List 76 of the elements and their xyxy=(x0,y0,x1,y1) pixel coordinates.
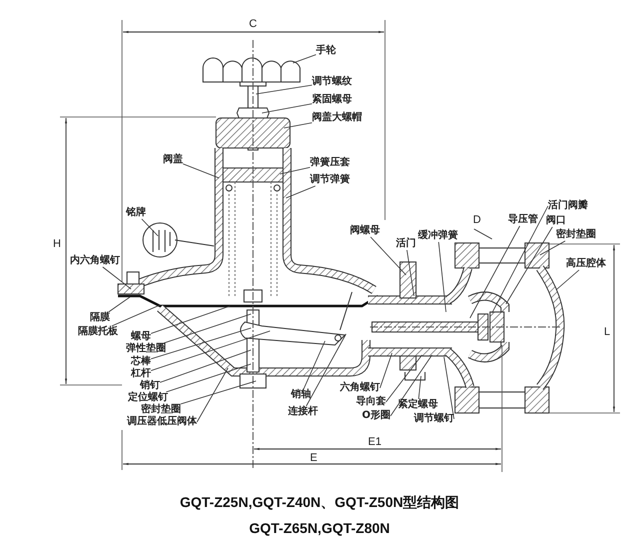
leader-line xyxy=(380,352,392,388)
leader-line xyxy=(262,103,312,114)
dimension-label: H xyxy=(53,238,61,250)
part-label: 弹簧压套 xyxy=(310,157,350,169)
part-label: 六角螺钉 xyxy=(340,382,380,394)
part-label: 调节弹簧 xyxy=(310,174,350,186)
leader-line xyxy=(556,270,580,290)
leader-line xyxy=(540,240,566,256)
part-label: 杠杆 xyxy=(131,368,151,380)
part-label: 阀螺母 xyxy=(350,225,380,237)
part-label: 弹性垫圈 xyxy=(126,343,166,355)
leader-line xyxy=(164,314,252,344)
part-label: 连接杆 xyxy=(288,406,318,418)
leader-line xyxy=(292,54,316,64)
part-label: 阀口 xyxy=(546,215,566,227)
part-label: 紧固螺母 xyxy=(312,94,352,106)
leader-line xyxy=(444,356,454,420)
leader-line xyxy=(166,364,252,392)
part-label: 销钉 xyxy=(140,380,160,392)
leader-line xyxy=(256,84,312,94)
part-label: 手轮 xyxy=(316,45,336,57)
leader-line xyxy=(150,328,252,360)
part-label: 密封垫圈 xyxy=(556,229,596,241)
leader-line xyxy=(492,206,548,314)
leader-line xyxy=(390,354,432,416)
part-label: 调压器低压阀体 xyxy=(127,416,197,428)
leader-line xyxy=(141,218,158,236)
dimension-label: E xyxy=(310,452,318,464)
caption-line: GQT-Z65N,GQT-Z80N xyxy=(248,520,391,536)
leader-line xyxy=(160,350,252,383)
leader-line xyxy=(303,340,326,390)
part-label: 铭牌 xyxy=(126,207,146,219)
dimension-label: E1 xyxy=(368,436,382,448)
leader-line xyxy=(180,380,256,404)
leader-line xyxy=(286,186,316,198)
part-label: 调节螺纹 xyxy=(312,76,352,88)
leader-line xyxy=(438,242,446,312)
caption: GQT-Z25N,GQT-Z40N、GQT-Z50N型结构图 xyxy=(178,494,460,512)
leader-line xyxy=(470,226,520,318)
leader-line xyxy=(386,354,422,402)
dimension-label: L xyxy=(604,326,610,338)
part-label: 缓冲弹簧 xyxy=(418,230,458,242)
dimension-label: C xyxy=(249,18,257,30)
leader-line xyxy=(182,164,220,178)
part-label: 阀盖大螺帽 xyxy=(312,112,362,124)
part-label: 密封垫圈 xyxy=(141,404,181,416)
dimension-label: D xyxy=(473,214,481,226)
leader-line xyxy=(111,304,160,326)
leader-line xyxy=(150,330,270,372)
leader-line xyxy=(418,376,422,400)
part-label: 阀盖 xyxy=(163,154,183,166)
part-label: 芯棒 xyxy=(131,356,151,368)
leader-line xyxy=(150,306,230,334)
leader-line xyxy=(306,334,346,406)
leader-line xyxy=(280,167,310,174)
part-label: 活门 xyxy=(396,238,416,250)
part-label: 隔膜托板 xyxy=(78,326,118,338)
leader-line xyxy=(406,250,414,296)
leader-line xyxy=(102,266,132,290)
part-label: 紧定螺母 xyxy=(398,399,438,411)
part-label: 活门阀瓣 xyxy=(548,200,588,212)
part-label: 调节螺钉 xyxy=(414,413,454,425)
part-label: 导向套 xyxy=(356,396,386,408)
leader-line xyxy=(108,296,130,312)
part-label: 隔膜 xyxy=(90,312,110,324)
part-label: 螺母 xyxy=(131,331,151,343)
part-label: 定位螺钉 xyxy=(128,392,168,404)
leader-line xyxy=(506,226,553,304)
leader-line xyxy=(284,122,312,128)
part-label: O形圈 xyxy=(362,410,391,422)
leader-line xyxy=(370,236,406,276)
leader-line xyxy=(196,368,228,422)
part-label: 内六角螺钉 xyxy=(70,255,120,267)
part-label: 销轴 xyxy=(291,389,311,401)
part-label: 高压腔体 xyxy=(566,258,606,270)
part-label: 导压管 xyxy=(508,214,538,226)
